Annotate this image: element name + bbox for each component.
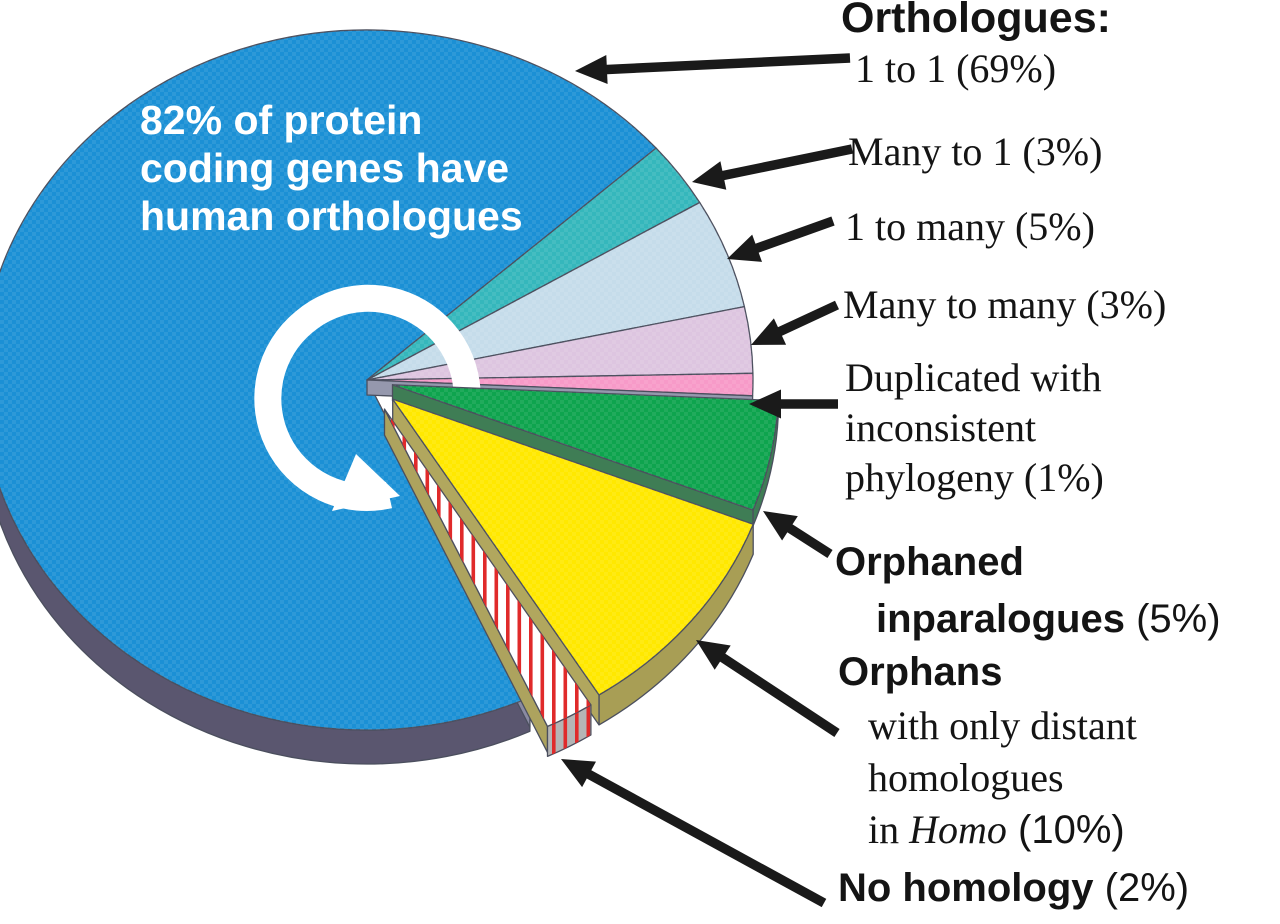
arrow-many-to-many-shaft xyxy=(773,300,840,338)
no-homology-text: No homology xyxy=(838,866,1094,910)
arrow-orphaned-inparalogues-head xyxy=(763,511,798,541)
inparalogues-pct: (5%) xyxy=(1124,597,1221,641)
arrow-orphaned-inparalogues xyxy=(763,511,833,558)
arrow-orphans xyxy=(696,640,840,737)
arrow-no-homology xyxy=(561,759,827,908)
arrow-1-to-many xyxy=(727,216,835,262)
green-texture xyxy=(392,384,779,510)
arrow-many-to-1 xyxy=(692,144,853,190)
striped-side-stripes xyxy=(547,704,591,757)
duplicated-line-2: inconsistent xyxy=(845,405,1037,450)
legend-header-orthologues: Orthologues: xyxy=(841,0,1111,42)
arrow-duplicated-head xyxy=(749,389,781,419)
no-homology-pct: (2%) xyxy=(1093,866,1190,910)
orphans-detail-line-2: homologues xyxy=(868,755,1064,800)
caption-line-1: 82% of protein xyxy=(140,97,423,143)
arrow-orphans-head xyxy=(696,640,731,670)
legend-label-orphans-detail: with only distant homologues in Homo (10… xyxy=(868,700,1137,856)
arrow-1-to-1-head xyxy=(575,55,608,84)
yellow-texture xyxy=(392,399,754,695)
homo-pct: (10%) xyxy=(1006,808,1125,852)
caption-line-3: human orthologues xyxy=(140,193,523,239)
arrow-duplicated xyxy=(749,389,838,419)
legend-label-many-to-1: Many to 1 (3%) xyxy=(848,129,1103,174)
annotation-arrows-group xyxy=(561,53,853,908)
homo-italic-text: Homo xyxy=(909,807,1007,852)
orphans-detail-line-1: with only distant xyxy=(868,703,1137,748)
pie-center-caption: 82% of protein coding genes have human o… xyxy=(140,96,610,240)
arrow-1-to-1 xyxy=(575,53,851,84)
legend-label-orphaned: Orphaned xyxy=(835,540,1024,584)
orphans-detail-line-3: in Homo (10%) xyxy=(868,804,1137,856)
arrow-1-to-1-shaft xyxy=(601,53,851,75)
in-text: in xyxy=(868,807,910,852)
legend-label-duplicated: Duplicated with inconsistent phylogeny (… xyxy=(845,353,1104,503)
arrow-1-to-many-shaft xyxy=(750,216,835,255)
arrow-many-to-1-head xyxy=(692,161,727,190)
clockwise-rotation-arrow-icon xyxy=(254,284,481,511)
duplicated-line-3: phylogeny (1%) xyxy=(845,455,1104,500)
arrow-no-homology-shaft xyxy=(582,767,827,908)
legend-label-1-to-1: 1 to 1 (69%) xyxy=(855,46,1057,91)
arrow-no-homology-head xyxy=(561,759,596,788)
caption-line-2: coding genes have xyxy=(140,145,510,191)
arrow-many-to-many-head xyxy=(751,318,787,345)
exploded-slices-group xyxy=(383,384,779,758)
legend-label-no-homology: No homology (2%) xyxy=(838,865,1189,911)
rotation-ring xyxy=(254,284,481,511)
no-homology-stripes xyxy=(384,409,591,727)
duplicated-line-1: Duplicated with xyxy=(845,355,1102,400)
arrow-orphans-shaft xyxy=(715,650,840,737)
rotation-arrowhead xyxy=(332,454,400,511)
arrow-1-to-many-head xyxy=(727,234,762,262)
legend-label-many-to-many: Many to many (3%) xyxy=(843,282,1167,327)
arrow-orphaned-inparalogues-shaft xyxy=(783,521,833,558)
pie-slice-1-to-1-texture xyxy=(0,30,657,730)
legend-label-inparalogues: inparalogues (5%) xyxy=(876,596,1221,642)
arrow-many-to-1-shaft xyxy=(717,144,853,182)
inparalogues-text: inparalogues xyxy=(876,597,1125,641)
legend-label-orphans: Orphans xyxy=(838,650,1003,694)
legend-label-1-to-many: 1 to many (5%) xyxy=(845,204,1095,249)
arrow-many-to-many xyxy=(751,300,840,345)
